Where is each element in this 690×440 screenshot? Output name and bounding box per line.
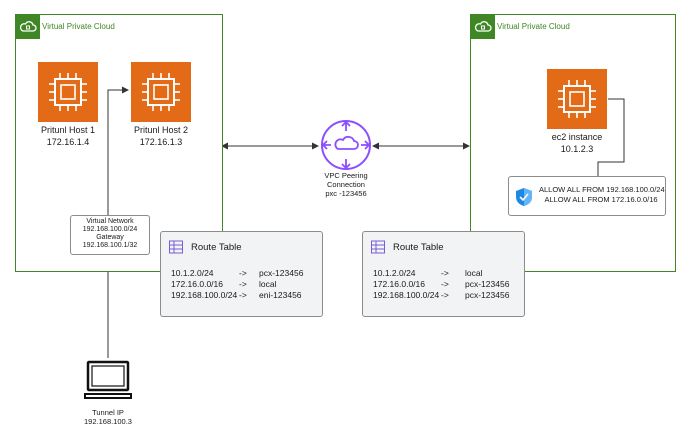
host-name: Pritunl Host 2 <box>133 125 189 135</box>
ec2-chip-icon <box>142 73 180 111</box>
gateway-line: 192.168.100.0/24 <box>82 226 138 233</box>
ec2-instance-node[interactable] <box>547 69 607 129</box>
route-target: pcx-123456 <box>465 290 510 300</box>
vpc-peering-icon[interactable] <box>319 118 373 172</box>
pritunl-host-1-node[interactable] <box>38 62 98 122</box>
gateway-line: Virtual Network <box>86 218 134 225</box>
peering-line: Connection <box>327 180 365 189</box>
route-target: pcx-123456 <box>465 279 510 289</box>
ec2-chip-icon <box>49 73 87 111</box>
pritunl-host-2-caption: Pritunl Host 2 172.16.1.3 <box>121 124 201 148</box>
gateway-to-host2-connector <box>107 86 129 215</box>
vpc-label: Virtual Private Cloud <box>42 22 115 31</box>
vpc-label: Virtual Private Cloud <box>497 22 570 31</box>
vpc-cloud-icon <box>16 15 40 39</box>
security-rule: ALLOW ALL FROM 172.16.0.0/16 <box>544 195 658 204</box>
host-name: ec2 instance <box>551 132 603 142</box>
route-arrow: -> <box>441 290 449 300</box>
host-name: Pritunl Host 1 <box>40 125 96 135</box>
client-line: 192.168.100.3 <box>84 417 132 426</box>
route-target: eni-123456 <box>259 290 302 300</box>
peering-line: pxc -123456 <box>325 189 367 198</box>
route-table-title: Route Table <box>393 242 444 253</box>
security-rules: ALLOW ALL FROM 192.168.100.0/24 ALLOW AL… <box>539 185 665 205</box>
route-table-title: Route Table <box>191 242 242 253</box>
route-destination: 172.16.0.0/16 <box>171 279 223 289</box>
host-ip: 172.16.1.4 <box>46 137 90 147</box>
gateway-line: 192.168.100.1/32 <box>82 242 138 249</box>
left-route-table[interactable]: Route Table 10.1.2.0/24 -> pcx-123456 17… <box>160 231 323 317</box>
route-destination: 192.168.100.0/24 <box>373 290 440 300</box>
client-line: Tunnel IP <box>92 408 124 417</box>
vpc-peering-caption: VPC Peering Connection pxc -123456 <box>306 171 386 198</box>
shield-icon <box>516 188 532 206</box>
ec2-instance-caption: ec2 instance 10.1.2.3 <box>537 131 617 155</box>
host-ip: 172.16.1.3 <box>139 137 183 147</box>
route-target: local <box>465 268 483 278</box>
route-destination: 192.168.100.0/24 <box>171 290 238 300</box>
right-vpc-group: Virtual Private Cloud <box>470 14 676 272</box>
pritunl-host-2-node[interactable] <box>131 62 191 122</box>
route-arrow: -> <box>239 290 247 300</box>
vpc-cloud-icon <box>471 15 495 39</box>
laptop-icon[interactable] <box>84 360 132 404</box>
route-arrow: -> <box>441 279 449 289</box>
route-target: local <box>259 279 277 289</box>
security-group-box[interactable]: ALLOW ALL FROM 192.168.100.0/24 ALLOW AL… <box>508 176 666 216</box>
ec2-chip-icon <box>558 80 596 118</box>
route-table-icon <box>169 240 183 254</box>
route-arrow: -> <box>239 268 247 278</box>
client-caption: Tunnel IP 192.168.100.3 <box>68 408 148 426</box>
route-destination: 10.1.2.0/24 <box>373 268 416 278</box>
peering-line: VPC Peering <box>324 171 368 180</box>
security-rule: ALLOW ALL FROM 192.168.100.0/24 <box>539 185 665 194</box>
host-ip: 10.1.2.3 <box>560 144 594 154</box>
route-target: pcx-123456 <box>259 268 304 278</box>
gateway-line: Gateway <box>96 234 124 241</box>
route-destination: 10.1.2.0/24 <box>171 268 214 278</box>
route-arrow: -> <box>441 268 449 278</box>
route-arrow: -> <box>239 279 247 289</box>
ec2-to-security-group-connector <box>597 98 625 176</box>
route-table-icon <box>371 240 385 254</box>
virtual-network-gateway-box[interactable]: Virtual Network 192.168.100.0/24 Gateway… <box>70 215 150 255</box>
pritunl-host-1-caption: Pritunl Host 1 172.16.1.4 <box>28 124 108 148</box>
right-route-table[interactable]: Route Table 10.1.2.0/24 -> local 172.16.… <box>362 231 525 317</box>
route-destination: 172.16.0.0/16 <box>373 279 425 289</box>
